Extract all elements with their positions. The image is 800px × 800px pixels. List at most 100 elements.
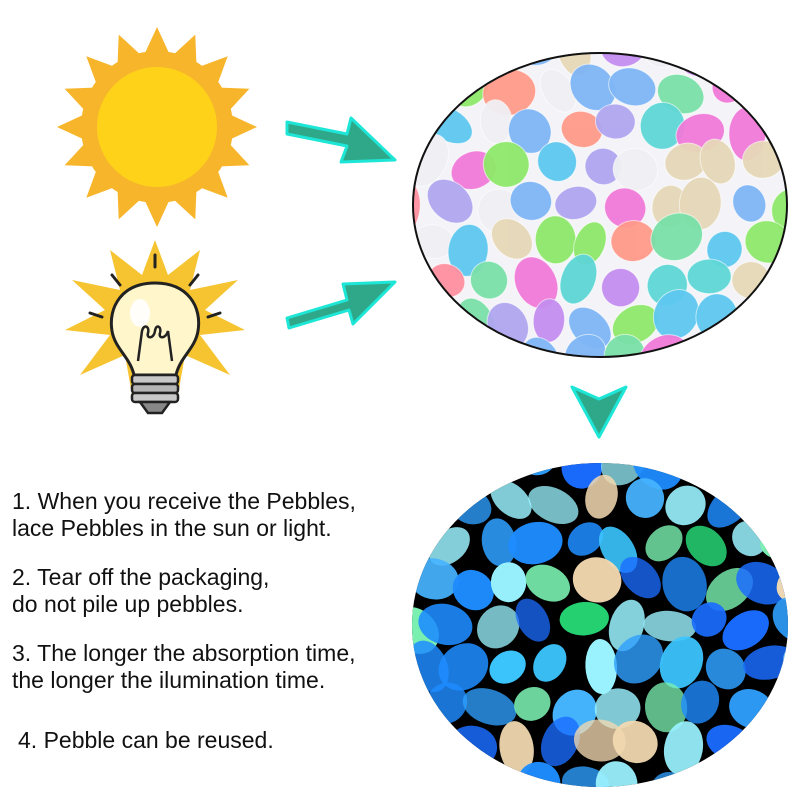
pebble <box>600 53 647 68</box>
pebble <box>413 332 440 357</box>
pebble <box>559 601 609 636</box>
pebble <box>736 561 788 605</box>
pebble <box>515 598 551 642</box>
pebble <box>601 463 648 486</box>
pebble <box>413 181 421 236</box>
pebble <box>778 59 787 105</box>
pebble <box>425 334 469 357</box>
instruction-step-3: 3. The longer the absorption time, the l… <box>12 640 356 694</box>
pebble <box>768 336 787 357</box>
pebble <box>645 525 683 562</box>
pebble <box>412 775 427 787</box>
pebble <box>436 463 471 483</box>
pebble <box>613 634 664 684</box>
instruction-step-1: 1. When you receive the Pebbles, lace Pe… <box>12 488 356 542</box>
instruction-line: 1. When you receive the Pebbles, <box>12 488 356 514</box>
pebble <box>554 185 598 221</box>
instruction-line: the longer the ilumination time. <box>12 667 326 693</box>
pebble <box>608 67 657 107</box>
pebble <box>763 769 788 787</box>
pebble <box>414 63 455 110</box>
light-bulb-icon <box>65 240 245 415</box>
pebble <box>699 138 736 185</box>
pebble <box>413 101 432 141</box>
pebble <box>720 463 764 493</box>
pebble <box>490 218 533 260</box>
instruction-line: 2. Tear off the packaging, <box>12 564 270 590</box>
pebble <box>782 481 788 529</box>
pebble <box>689 339 728 357</box>
pebble <box>490 480 532 519</box>
instruction-step-4: 4. Pebble can be reused. <box>18 727 274 754</box>
pebble <box>644 682 688 733</box>
pebble <box>561 766 610 787</box>
pebble <box>447 223 489 277</box>
pebble <box>585 474 618 519</box>
pebble <box>732 184 767 223</box>
pebbles-daylight-image <box>412 52 790 358</box>
pebble <box>604 187 647 229</box>
pebble <box>601 268 641 308</box>
instruction-line: 4. Pebble can be reused. <box>18 727 274 753</box>
pebble <box>509 180 553 221</box>
pebble <box>489 650 526 684</box>
pebble <box>771 187 787 234</box>
pebble <box>665 485 706 526</box>
pebble <box>787 723 788 766</box>
instruction-step-2: 2. Tear off the packaging, do not pile u… <box>12 564 269 618</box>
pebble <box>430 765 471 787</box>
pebble <box>469 463 517 479</box>
pebbles-glowing-image <box>412 463 788 787</box>
instruction-line: 3. The longer the absorption time, <box>12 640 356 666</box>
pebble <box>625 478 665 518</box>
pebble <box>413 53 428 71</box>
pebble <box>717 767 770 787</box>
pebble <box>426 178 474 224</box>
pebble <box>528 485 579 525</box>
pebble <box>787 224 790 269</box>
pebble <box>705 648 746 690</box>
pebble <box>482 141 530 188</box>
pebble <box>594 688 641 729</box>
pebble <box>469 260 509 300</box>
pebble <box>729 337 766 357</box>
sun-icon <box>57 27 257 227</box>
pebble <box>595 761 638 787</box>
pebble <box>770 53 787 64</box>
instruction-line: do not pile up pebbles. <box>12 591 244 617</box>
pebble <box>777 690 788 727</box>
arrow-icon <box>285 116 397 164</box>
instruction-line: lace Pebbles in the sun or light. <box>12 515 332 541</box>
pebble <box>650 212 703 262</box>
pebble <box>723 53 775 71</box>
pebble <box>573 719 626 762</box>
pebble <box>508 521 563 565</box>
pebble <box>477 605 520 649</box>
pebble <box>412 463 433 474</box>
pebble <box>681 680 720 724</box>
pebble <box>452 569 494 611</box>
pebble <box>425 53 468 78</box>
pebble <box>612 720 658 764</box>
pebble <box>514 686 551 721</box>
pebble <box>564 333 606 357</box>
pebble <box>594 103 636 140</box>
arrow-icon <box>285 280 397 330</box>
pebble <box>722 610 769 651</box>
pebble <box>691 602 727 637</box>
pebble <box>525 564 571 602</box>
pebble <box>686 258 732 295</box>
pebble <box>418 603 473 646</box>
pebble <box>765 463 788 483</box>
pebble <box>585 639 618 695</box>
pebble <box>572 557 622 603</box>
pebble <box>662 556 707 612</box>
pebble <box>643 610 697 642</box>
pebble <box>559 253 598 305</box>
pebble <box>685 525 727 567</box>
pebble <box>499 721 534 775</box>
pebble <box>438 643 489 691</box>
pebble <box>481 518 517 567</box>
pebble <box>567 522 604 556</box>
pebble <box>533 644 567 682</box>
